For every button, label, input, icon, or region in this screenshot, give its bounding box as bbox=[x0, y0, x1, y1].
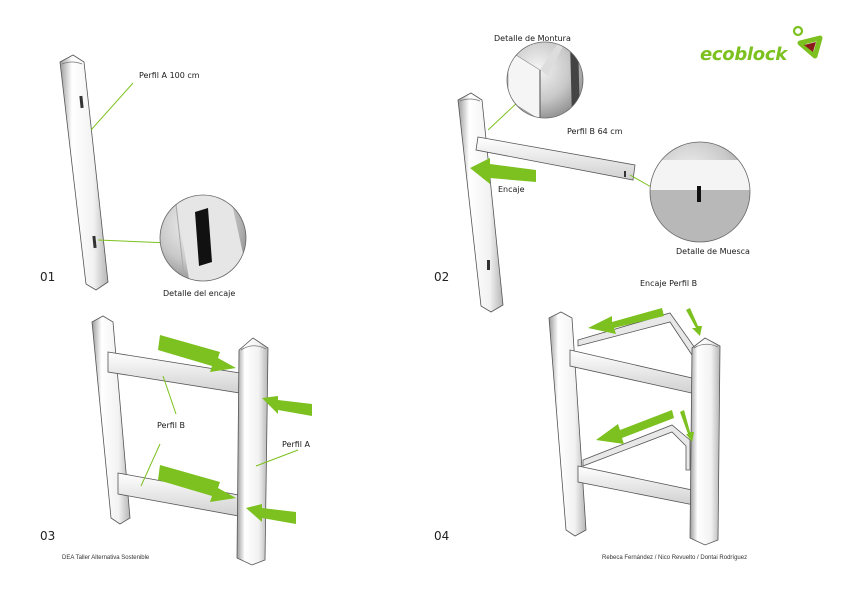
step-number-01: 01 bbox=[40, 270, 56, 284]
label-detalle-montura: Detalle de Montura bbox=[494, 34, 571, 43]
footer-left: DEA Taller Alternativa Sostenible bbox=[62, 555, 150, 561]
arrow-icon bbox=[588, 308, 664, 334]
label-encaje-perfil-b: Encaje Perfil B bbox=[640, 279, 698, 288]
step-number-03: 03 bbox=[40, 529, 56, 543]
brand-name: ecoblock bbox=[700, 44, 787, 65]
arrow-icon bbox=[158, 465, 236, 502]
perfil-b-bar bbox=[475, 136, 636, 181]
arrow-icon bbox=[686, 308, 702, 336]
panel-04 bbox=[548, 308, 721, 546]
label-detalle-encaje: Detalle del encaje bbox=[163, 289, 236, 298]
zoom-detail-encaje bbox=[159, 194, 247, 282]
zoom-detail-muesca bbox=[649, 141, 751, 243]
zoom-detail-montura bbox=[506, 41, 584, 119]
left-post bbox=[548, 311, 587, 537]
footer-right: Rebeca Fernández / Nico Revuelto / Donta… bbox=[602, 555, 748, 561]
perfil-a-post-2 bbox=[457, 92, 504, 313]
label-perfil-a: Perfil A bbox=[282, 440, 311, 449]
panel-01 bbox=[59, 54, 247, 291]
slot-lower bbox=[92, 235, 97, 249]
right-post bbox=[236, 337, 269, 566]
arrow-icon bbox=[680, 410, 694, 442]
lower-frame bbox=[577, 465, 695, 506]
right-post bbox=[689, 337, 721, 546]
perfil-a-post bbox=[59, 54, 109, 291]
label-perfil-a-100: Perfil A 100 cm bbox=[139, 71, 200, 80]
step-number-04: 04 bbox=[434, 529, 450, 543]
ecoblock-logo-icon bbox=[792, 25, 823, 59]
panel-02 bbox=[457, 41, 751, 313]
label-encaje: Encaje bbox=[498, 185, 525, 194]
arrow-icon bbox=[470, 158, 536, 184]
left-post bbox=[91, 315, 131, 525]
panel-03 bbox=[91, 315, 312, 566]
arrow-icon bbox=[262, 396, 312, 416]
arrow-icon bbox=[596, 410, 674, 444]
step-number-02: 02 bbox=[434, 270, 450, 284]
arrow-icon bbox=[158, 335, 236, 372]
upper-frame bbox=[569, 349, 697, 395]
arrow-icon bbox=[246, 504, 296, 524]
label-perfil-b: Perfil B bbox=[157, 421, 186, 430]
slot-upper bbox=[79, 95, 84, 109]
upper-bar bbox=[107, 351, 247, 395]
label-detalle-muesca: Detalle de Muesca bbox=[676, 247, 750, 256]
label-perfil-b-64: Perfil B 64 cm bbox=[567, 127, 623, 136]
